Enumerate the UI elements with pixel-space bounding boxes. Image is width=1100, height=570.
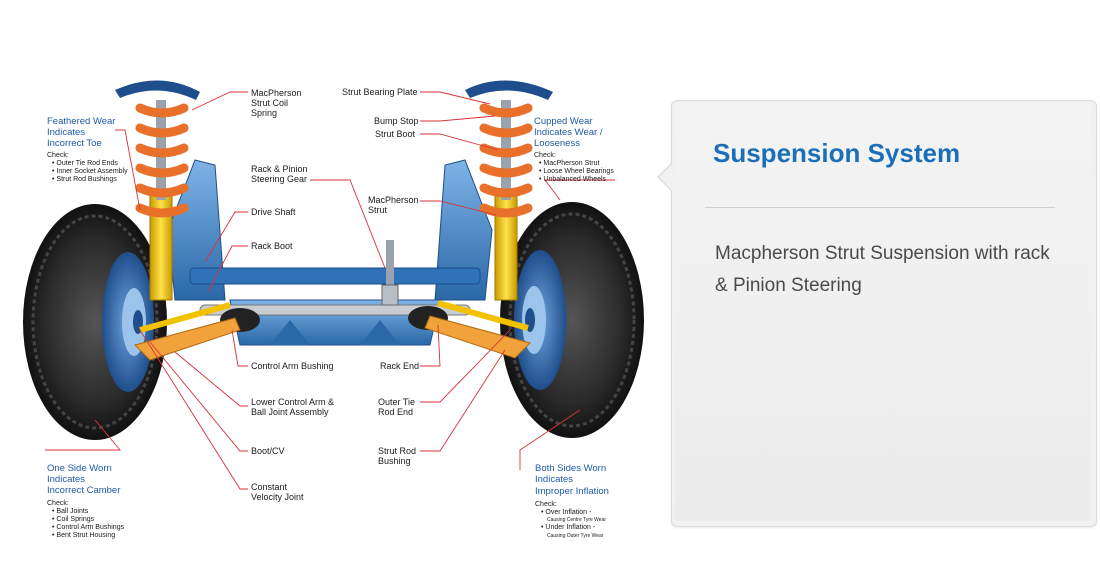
label-macpherson-strut-coil-spring: MacPherson Strut Coil Spring (251, 88, 304, 118)
svg-text:Check: • MacPherson Stru: Check: • MacPherson Strut • Loose Wheel … (534, 152, 616, 183)
svg-text:One Side Worn Indicates: One Side Worn Indicates Incorrect Camber (47, 463, 120, 496)
panel-divider (705, 207, 1055, 208)
label-rack-boot: Rack Boot (251, 241, 293, 251)
panel-description: Macpherson Strut Suspension with rack & … (715, 238, 1060, 302)
label-rack-pinion-steering-gear: Rack & Pinion Steering Gear (251, 164, 310, 184)
panel-pointer-inner (659, 164, 672, 190)
label-constant-velocity-joint: Constant Velocity Joint (251, 482, 304, 502)
wear-note-feathered: Feathered Wear Indicates Incorrect Toe C… (47, 116, 130, 183)
svg-text:• Under Inflation -: • Under Inflation - (541, 524, 596, 531)
label-boot-cv: Boot/CV (251, 446, 285, 456)
panel-title: Suspension System (713, 138, 960, 169)
right-wheel (500, 202, 644, 438)
label-bump-stop: Bump Stop (374, 116, 419, 126)
wear-note-one-side: One Side Worn Indicates Incorrect Camber… (47, 463, 126, 539)
label-strut-boot: Strut Boot (375, 129, 416, 139)
label-strut-rod-bushing: Strut Rod Bushing (378, 446, 419, 466)
svg-text:Cupped Wear Indicates We: Cupped Wear Indicates Wear / Looseness (534, 116, 605, 149)
svg-text:Causing Outer Tyre Wear: Causing Outer Tyre Wear (547, 533, 604, 539)
svg-text:Feathered Wear Indicates: Feathered Wear Indicates Incorrect Toe (47, 116, 118, 149)
svg-text:Check: • Ball Joints: Check: • Ball Joints • Coil Springs • Co… (47, 500, 126, 539)
label-outer-tie-rod-end: Outer Tie Rod End (378, 397, 418, 417)
left-wheel (23, 204, 167, 440)
label-control-arm-bushing: Control Arm Bushing (251, 361, 334, 371)
label-drive-shaft: Drive Shaft (251, 207, 296, 217)
svg-text:Check: • Outer Tie Rod E: Check: • Outer Tie Rod Ends • Inner Sock… (47, 152, 130, 183)
label-strut-bearing-plate: Strut Bearing Plate (342, 87, 418, 97)
svg-text:Both Sides Worn Indicate: Both Sides Worn Indicates Improper Infla… (535, 463, 609, 497)
wear-note-cupped: Cupped Wear Indicates Wear / Looseness C… (534, 116, 616, 183)
label-lower-control-arm: Lower Control Arm & Ball Joint Assembly (251, 397, 337, 417)
suspension-diagram: MacPherson Strut Coil Spring Rack & Pini… (0, 0, 660, 570)
svg-text:Check: • Over Inflation: Check: • Over Inflation - (535, 501, 592, 516)
label-macpherson-strut: MacPherson Strut (368, 195, 421, 215)
svg-text:Causing Centre Tyre Wear: Causing Centre Tyre Wear (547, 517, 606, 523)
label-rack-end: Rack End (380, 361, 419, 371)
wear-note-both-sides: Both Sides Worn Indicates Improper Infla… (535, 463, 609, 539)
